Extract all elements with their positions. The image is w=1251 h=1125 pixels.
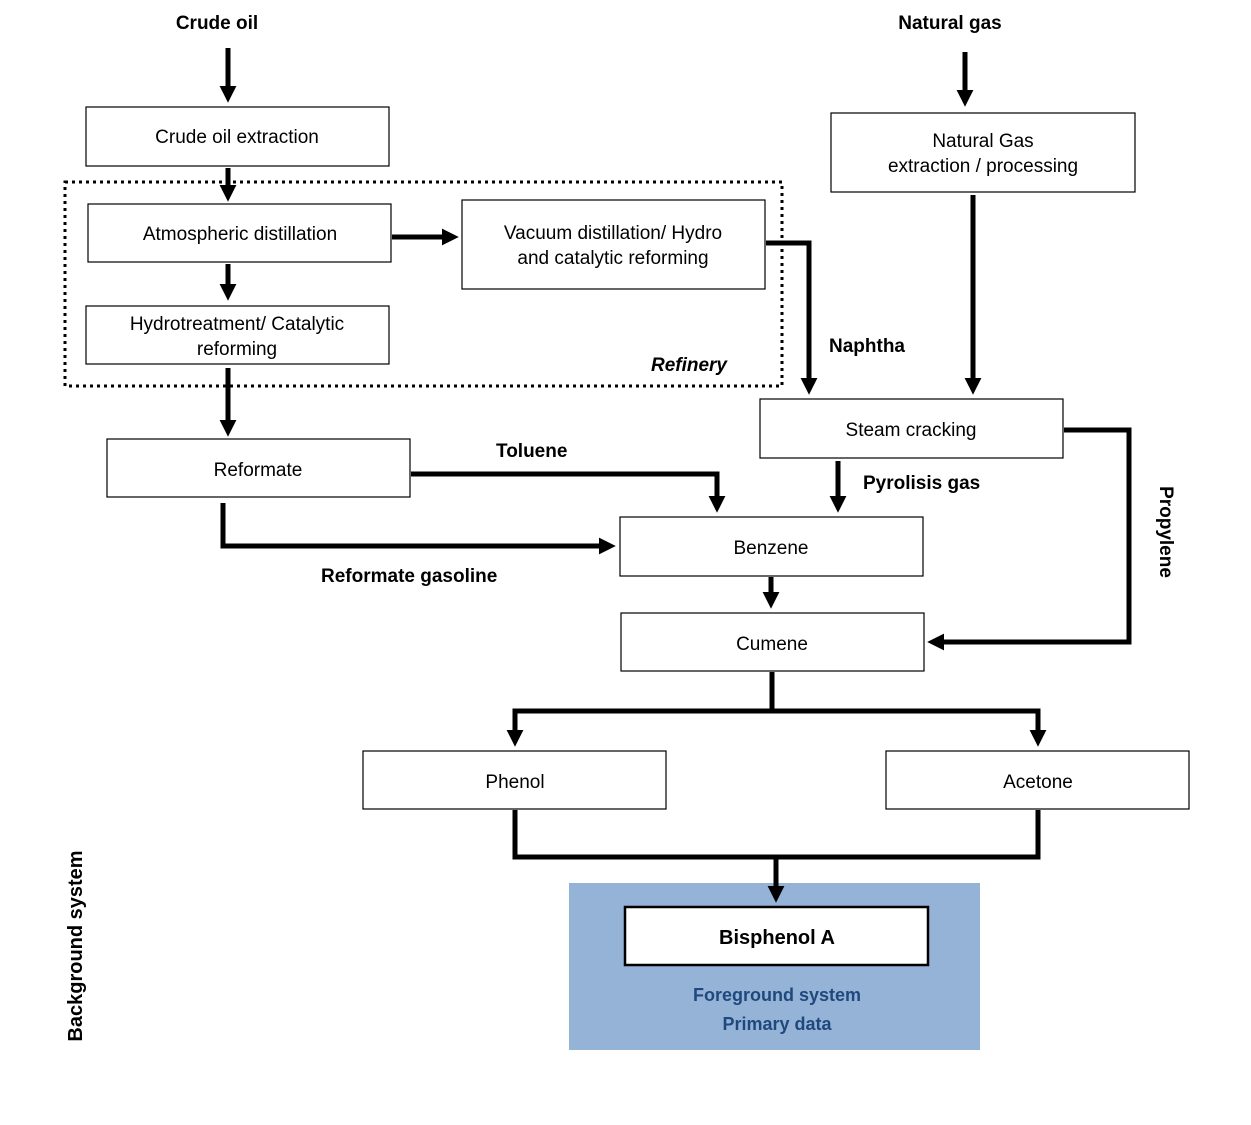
line-phenol-acetone-merge [512, 810, 1041, 860]
reformate-label: Reformate [214, 460, 303, 481]
flow-arrows [219, 48, 1132, 903]
background-system-label: Background system [65, 850, 87, 1041]
reformate-gasoline-label: Reformate gasoline [321, 566, 497, 587]
naphtha-label: Naphtha [829, 336, 905, 357]
box-crude-oil-extraction: Crude oil extraction [85, 106, 390, 167]
box-hydrotreatment: Hydrotreatment/ Catalytic reforming [85, 305, 390, 365]
box-vacuum-distillation: Vacuum distillation/ Hydro and catalytic… [461, 199, 766, 290]
box-bisphenol-a: Bisphenol A [623, 905, 930, 967]
crude-oil-extraction-label: Crude oil extraction [155, 127, 319, 148]
box-phenol: Phenol [362, 750, 667, 810]
toluene-label: Toluene [496, 441, 567, 462]
steam-cracking-label: Steam cracking [846, 420, 977, 441]
natural-gas-processing-label-line1: Natural Gas [932, 131, 1033, 152]
propylene-label: Propylene [1155, 486, 1176, 578]
arrow-reformate-gasoline [220, 503, 616, 555]
arrow-vacuum-to-steam-cracking [766, 240, 818, 395]
acetone-label: Acetone [1003, 772, 1073, 793]
box-steam-cracking: Steam cracking [759, 398, 1064, 459]
box-acetone: Acetone [885, 750, 1190, 810]
primary-data-label: Primary data [722, 1014, 832, 1034]
atmospheric-distillation-label: Atmospheric distillation [143, 224, 337, 245]
hydrotreatment-label-line2: reforming [197, 339, 277, 360]
refinery-boundary [63, 180, 784, 388]
vacuum-distillation-label-line2: and catalytic reforming [517, 248, 708, 269]
arrow-cumene-to-acetone [772, 708, 1047, 747]
pyrolisis-gas-label: Pyrolisis gas [863, 473, 980, 494]
arrow-cumene-to-phenol [506, 672, 775, 747]
natural-gas-input-label: Natural gas [898, 13, 1001, 34]
box-natural-gas-processing: Natural Gas extraction / processing [830, 112, 1136, 193]
hydrotreatment-label-line1: Hydrotreatment/ Catalytic [130, 314, 344, 335]
arrow-toluene [411, 471, 726, 513]
box-cumene: Cumene [620, 612, 925, 672]
box-reformate: Reformate [106, 438, 411, 498]
foreground-system-label: Foreground system [693, 985, 861, 1005]
vacuum-distillation-label-line1: Vacuum distillation/ Hydro [504, 223, 722, 244]
natural-gas-processing-label-line2: extraction / processing [888, 156, 1078, 177]
crude-oil-input-label: Crude oil [176, 13, 258, 34]
arrow-propylene [927, 427, 1132, 651]
refinery-label: Refinery [651, 355, 728, 376]
phenol-label: Phenol [485, 772, 544, 793]
box-atmospheric-distillation: Atmospheric distillation [87, 203, 392, 263]
benzene-label: Benzene [733, 538, 808, 559]
box-benzene: Benzene [619, 516, 924, 577]
cumene-label: Cumene [736, 634, 808, 655]
bisphenol-a-label: Bisphenol A [719, 927, 835, 949]
